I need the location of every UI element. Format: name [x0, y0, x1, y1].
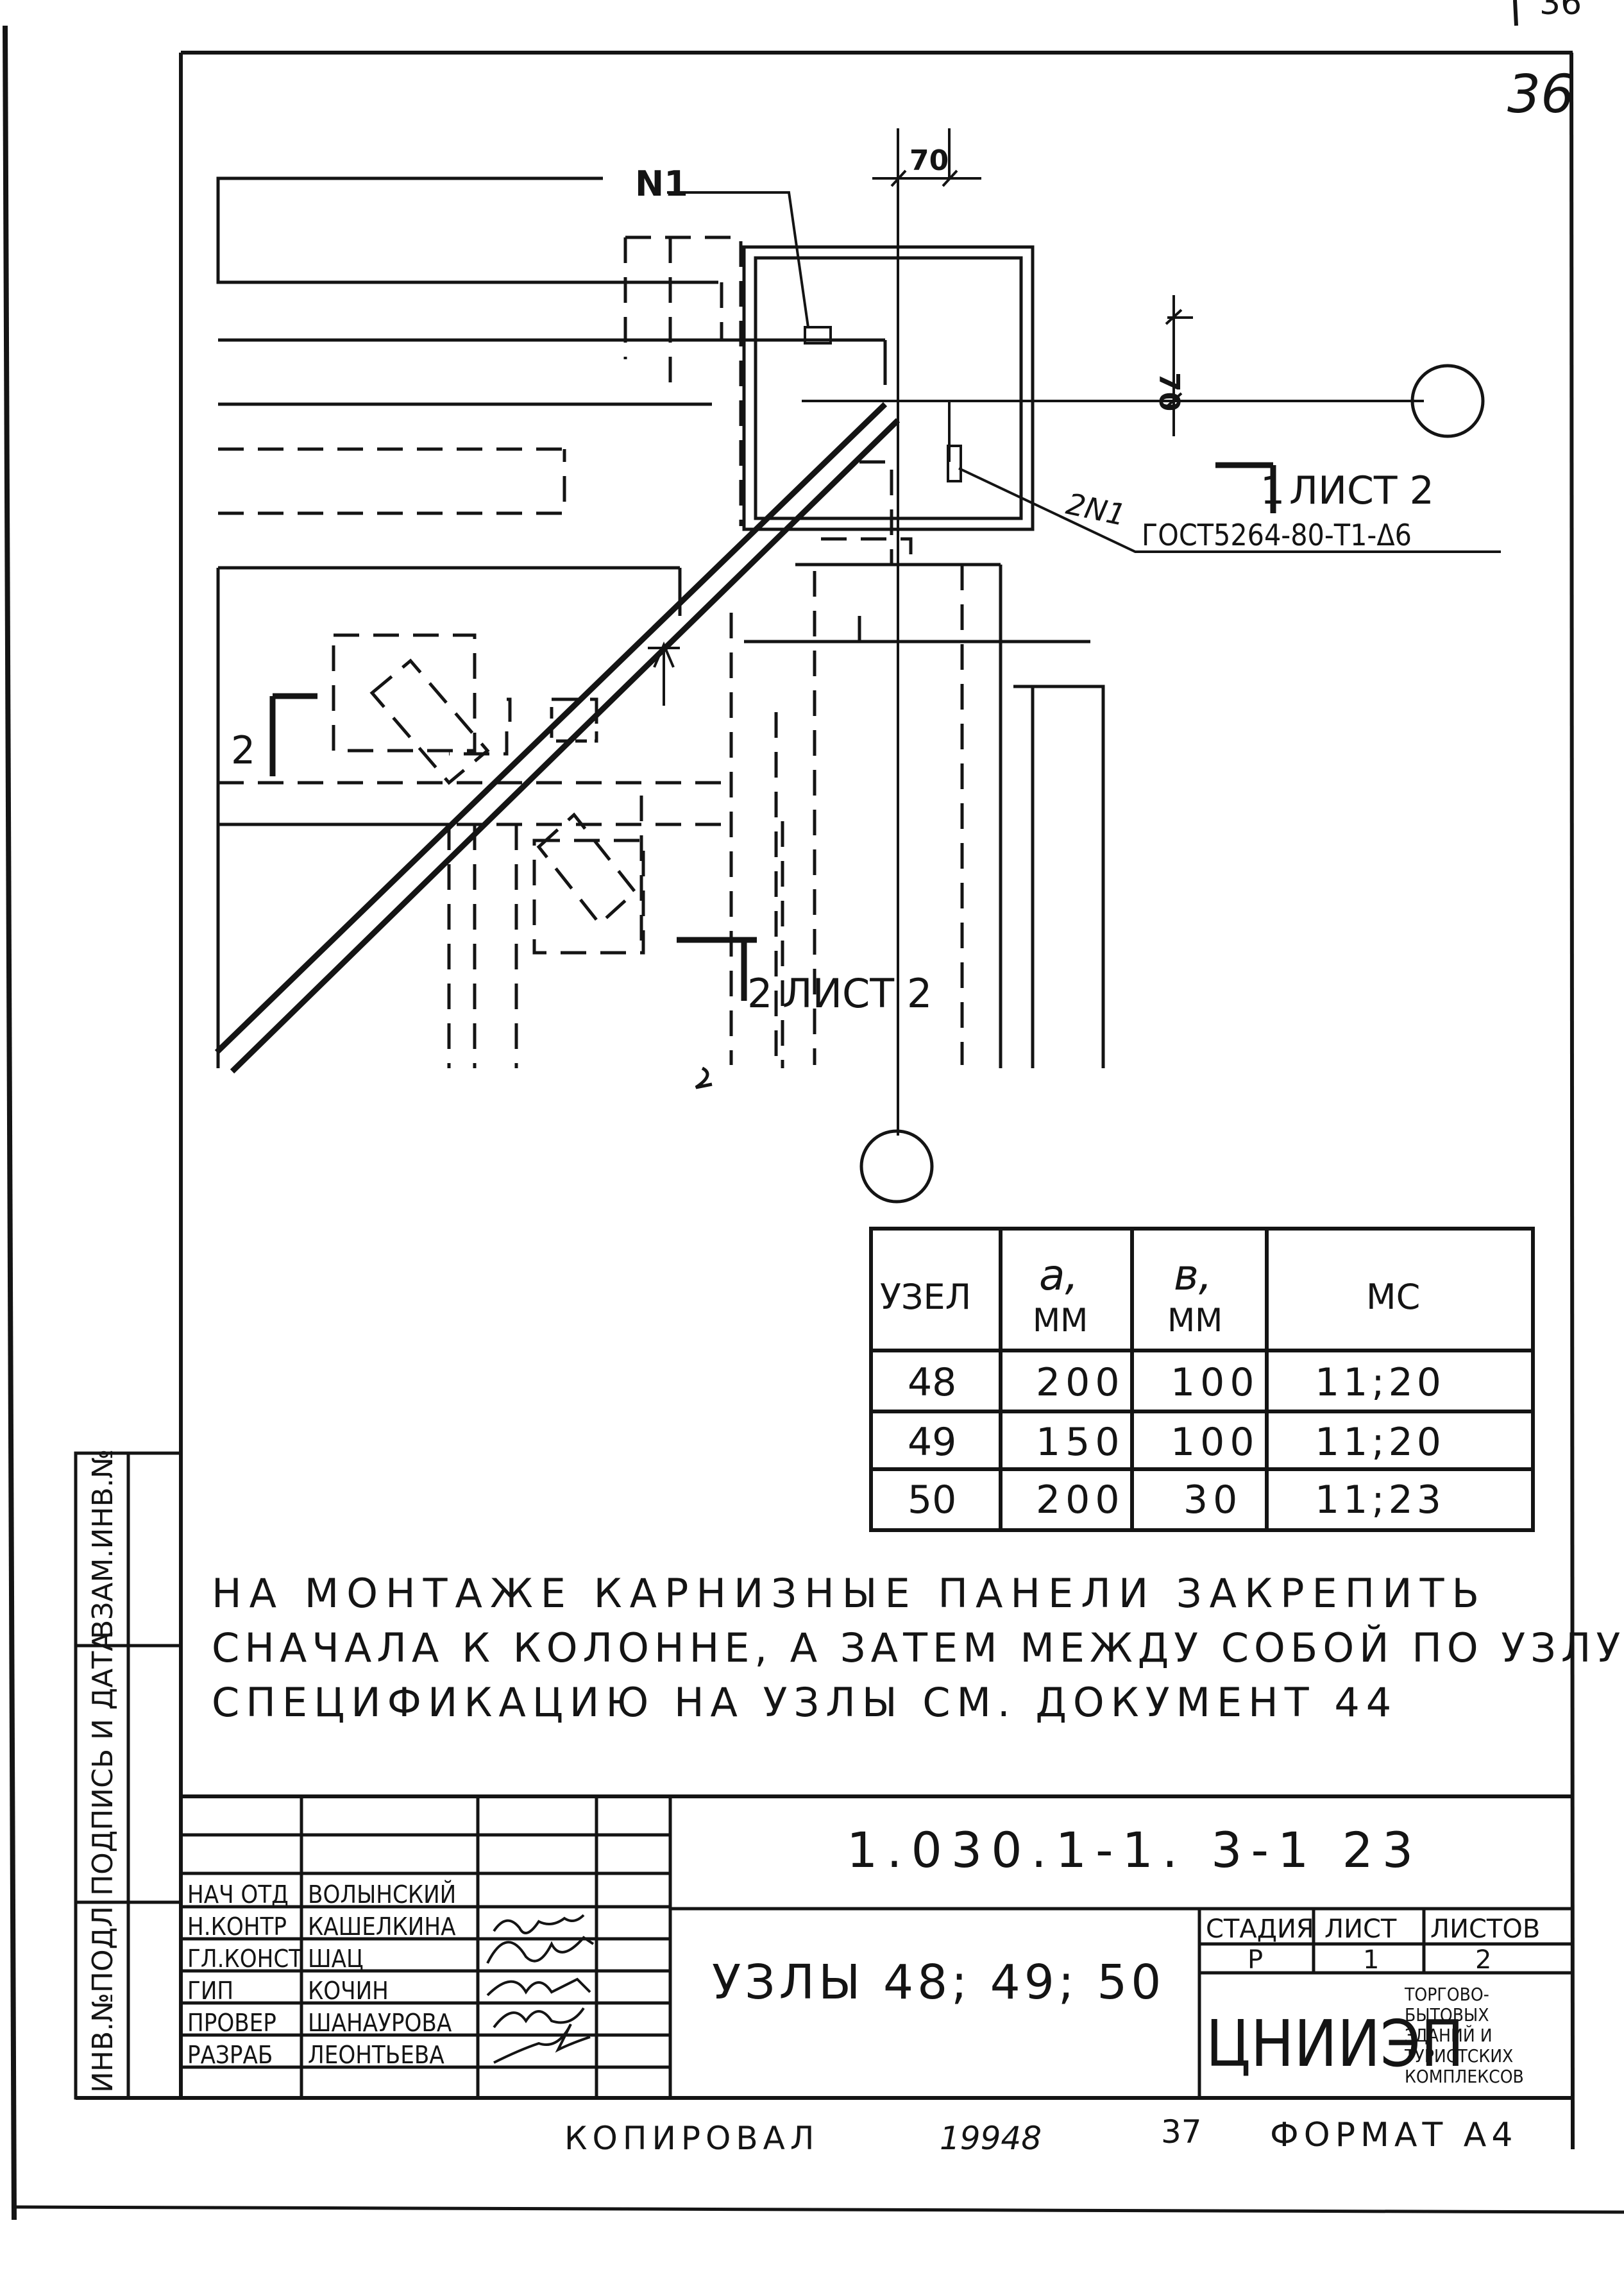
role-label: НАЧ ОТД: [187, 1880, 289, 1909]
table-cell: 100: [1171, 1360, 1260, 1405]
label-2n1: 2N1: [1063, 486, 1129, 533]
org-logo: ЦНИИЭП: [1206, 2006, 1464, 2081]
section-marker-2-left: [269, 693, 317, 776]
table-cell: 200: [1036, 1478, 1125, 1522]
note-line-1: НА МОНТАЖЕ КАРНИЗНЫЕ ПАНЕЛИ ЗАКРЕПИТЬ: [212, 1570, 1487, 1617]
table-cell: 30: [1183, 1478, 1242, 1522]
sheet-frame: [3, 0, 1624, 2220]
footer-number: 19948: [940, 2120, 1042, 2157]
side-stamp-vzam: ВЗАМ.ИНВ.№: [87, 1449, 119, 1639]
table-cell: 50: [908, 1478, 956, 1522]
role-name: ВОЛЫНСКИЙ: [308, 1880, 456, 1909]
section1-number: 1: [1260, 468, 1285, 513]
svg-text:ЗДАНИЙ И: ЗДАНИЙ И: [1405, 2024, 1493, 2046]
svg-text:БЫТОВЫХ: БЫТОВЫХ: [1405, 2004, 1489, 2025]
table-header-uzel: УЗЕЛ: [880, 1277, 971, 1317]
role-label: ГИП: [187, 1977, 233, 2005]
notes: НА МОНТАЖЕ КАРНИЗНЫЕ ПАНЕЛИ ЗАКРЕПИТЬ СН…: [212, 1570, 1624, 1726]
weld-marker-n1: [804, 326, 832, 345]
svg-text:КОМПЛЕКСОВ: КОМПЛЕКСОВ: [1405, 2066, 1524, 2087]
sheets-header: ЛИСТОВ: [1430, 1914, 1540, 1944]
section1-ref: ЛИСТ 2: [1289, 468, 1434, 513]
leader-2n1: [958, 467, 1501, 553]
table-cell: 200: [1036, 1360, 1125, 1405]
side-stamp: [74, 1451, 183, 2100]
corner-number-top: 36: [1539, 0, 1582, 22]
sheet-header: ЛИСТ: [1324, 1914, 1397, 1944]
dim-right-value: 70: [1153, 372, 1185, 411]
svg-text:ТОРГОВО-: ТОРГОВО-: [1404, 1984, 1489, 2005]
section2-number: 2: [747, 970, 772, 1017]
dim-top-value: 70: [909, 144, 949, 177]
table-cell: 100: [1171, 1420, 1260, 1465]
drawing-title: УЗЛЫ 48; 49; 50: [712, 1955, 1165, 2010]
node-drawing: [214, 128, 1501, 1204]
table-cell: 11;20: [1315, 1420, 1445, 1465]
table-header-a: a,: [1039, 1250, 1078, 1300]
doc-code: 1.030.1-1. 3-1 23: [847, 1821, 1422, 1879]
table-header-a-unit: MM: [1033, 1302, 1088, 1339]
role-label: Н.КОНТР: [187, 1913, 287, 1941]
break-mark: [695, 1066, 713, 1089]
table-header-mc: MC: [1366, 1277, 1420, 1317]
role-label: ПРОВЕР: [187, 2009, 276, 2037]
role-name: КАШЕЛКИНА: [308, 1913, 456, 1941]
table-header: УЗЕЛ a, MM в, MM MC: [880, 1250, 1420, 1339]
footer-format: ФОРМАТ А4: [1270, 2116, 1518, 2154]
role-label: РАЗРАБ: [187, 2041, 273, 2069]
role-name: ЛЕОНТЬЕВА: [308, 2041, 444, 2069]
axis-bubble-right: [1410, 364, 1485, 438]
section2-ref: ЛИСТ 2: [782, 970, 932, 1017]
stage-header: СТАДИЯ: [1206, 1914, 1314, 1944]
hidden-lines: [218, 235, 964, 1068]
node-table: [869, 1227, 1535, 1532]
table-cell: 49: [908, 1420, 956, 1465]
note-line-3: СПЕЦИФИКАЦИЮ НА УЗЛЫ СМ. ДОКУМЕНТ 44: [212, 1679, 1398, 1726]
diagonal-panel: [214, 402, 901, 1074]
footer-copied: КОПИРОВАЛ: [564, 2120, 819, 2157]
gost-label: ГОСТ5264-80-Т1-Δ6: [1142, 518, 1412, 552]
side-stamp-sign: ПОДПИСЬ И ДАТА: [87, 1632, 119, 1896]
footer-page: 37: [1161, 2113, 1202, 2151]
table-cell: 48: [908, 1360, 956, 1405]
sheet-value: 1: [1363, 1945, 1379, 1975]
dimension-right: [1165, 295, 1193, 436]
section-marker-2: [677, 937, 757, 1001]
section-marker-1: [1215, 462, 1276, 513]
role-name: КОЧИН: [308, 1977, 389, 2005]
side-stamp-inv: ИНВ.№ПОДЛ: [87, 1906, 119, 2093]
roles-list: НАЧ ОТД ВОЛЫНСКИЙ Н.КОНТР КАШЕЛКИНА ГЛ.К…: [187, 1880, 456, 2069]
signatures: [486, 1914, 595, 2064]
table-cell: 150: [1036, 1420, 1125, 1465]
table-header-b-unit: MM: [1167, 1302, 1222, 1339]
title-block-grid: [181, 1796, 1571, 2098]
role-label: ГЛ.КОНСТ: [187, 1945, 302, 1973]
role-name: ШАНАУРОВА: [308, 2009, 452, 2037]
weld-marker-2n1: [947, 445, 962, 482]
table-header-b: в,: [1174, 1250, 1212, 1300]
table-cell: 11;23: [1315, 1478, 1445, 1522]
role-name: ШАЦ: [308, 1945, 364, 1973]
leader-n1: [667, 191, 809, 328]
axis-bubble-bottom: [859, 1129, 934, 1204]
label-n1: N1: [635, 164, 688, 204]
small-arrow-1: [648, 641, 680, 706]
sheets-value: 2: [1475, 1945, 1491, 1975]
table-cell: 11;20: [1315, 1360, 1445, 1405]
note-line-2: СНАЧАЛА К КОЛОННЕ, А ЗАТЕМ МЕЖДУ СОБОЙ П…: [212, 1624, 1624, 1671]
panel-outlines: [216, 176, 1105, 1068]
corner-number-handwritten: 36: [1507, 64, 1574, 125]
dimension-top: [872, 128, 981, 187]
svg-text:ТУРИСТСКИХ: ТУРИСТСКИХ: [1404, 2045, 1513, 2066]
org-description: ТОРГОВО- БЫТОВЫХ ЗДАНИЙ И ТУРИСТСКИХ КОМ…: [1404, 1984, 1524, 2087]
table-rows: 48 200 100 11;20 49 150 100 11;20 50 200…: [908, 1360, 1445, 1522]
section2-left-number: 2: [231, 728, 255, 773]
stage-value: Р: [1248, 1945, 1263, 1975]
